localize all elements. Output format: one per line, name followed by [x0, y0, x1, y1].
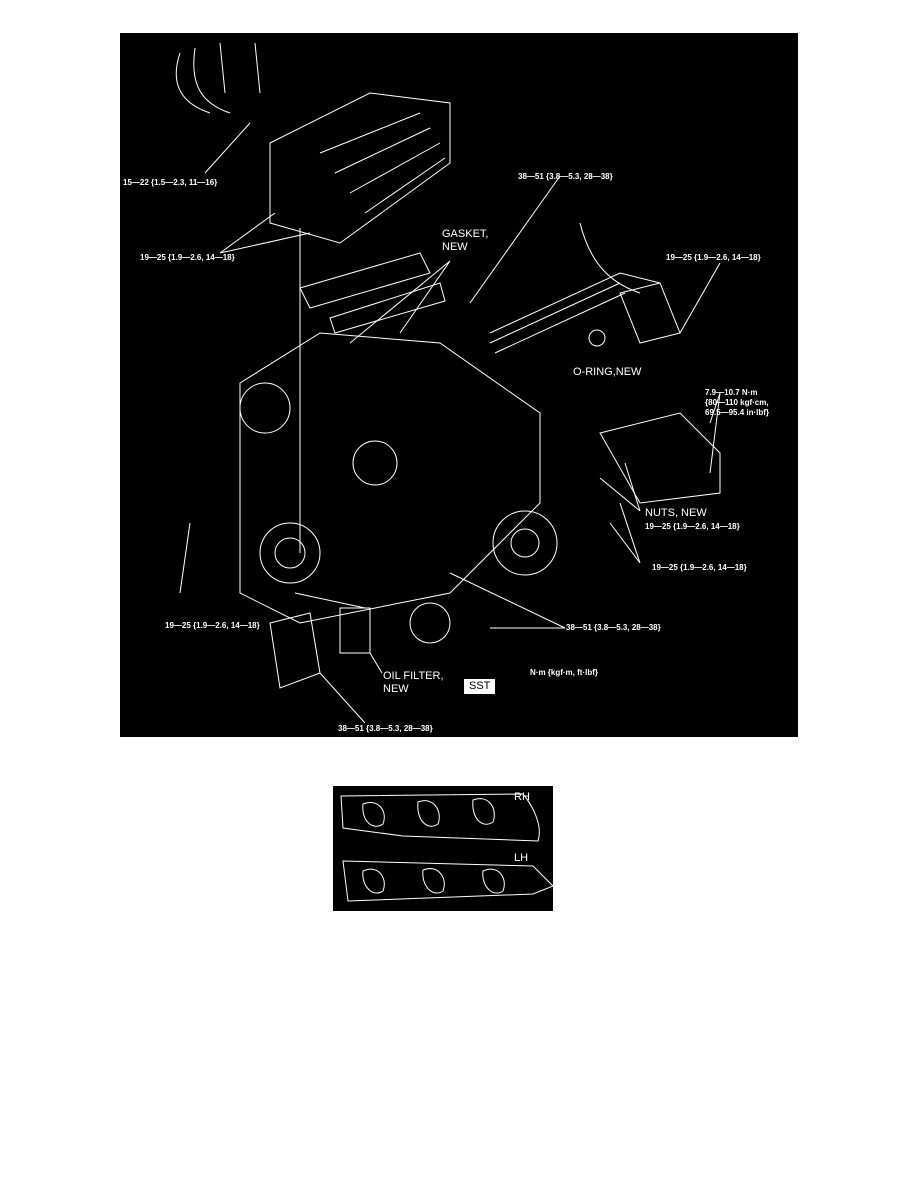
engine-line-art — [175, 42, 721, 724]
torque-label-alternator-bracket: 19—25 {1.9—2.6, 14—18} — [652, 563, 747, 572]
sst-badge: SST — [464, 679, 496, 694]
torque-label-nuts: 19—25 {1.9—2.6, 14—18} — [645, 522, 740, 531]
units-label: N·m {kgf·m, ft·lbf} — [530, 668, 598, 677]
heat-shield-line1: 7.9—10.7 N·m — [705, 388, 758, 397]
torque-label-upper-left-text: 15—22 {1.5—2.3, 11—16} — [123, 178, 218, 187]
gasket-line-art — [340, 793, 553, 902]
lh-label: LH — [514, 852, 529, 864]
rh-label: RH — [514, 791, 530, 803]
oil-filter-line2: NEW — [383, 683, 409, 695]
torque-label-left-bolt: 19—25 {1.9—2.6, 14—18} — [165, 621, 260, 630]
torque-label-intake-bolts: 19—25 {1.9—2.6, 14—18} — [140, 253, 235, 262]
nuts-callout: NUTS, NEW — [645, 507, 707, 519]
torque-label-upper-left: 15—22 {1.5—2.3, 11—16} — [123, 178, 217, 188]
gasket-line2: NEW — [442, 241, 468, 253]
torque-label-alternator-bolts: 38—51 {3.8—5.3, 28—38} — [566, 623, 661, 632]
oring-callout: O-RING,NEW — [573, 366, 642, 378]
gasket-detail-diagram: RH LH — [333, 786, 553, 911]
engine-exploded-diagram: 15—22 {1.5—2.3, 11—16} 19—25 {1.9—2.6, 1… — [120, 33, 798, 737]
heat-shield-line3: 69.5—95.4 in·lbf} — [705, 408, 770, 417]
oil-filter-callout: OIL FILTER, NEW — [383, 670, 444, 696]
torque-label-distributor: 19—25 {1.9—2.6, 14—18} — [666, 253, 761, 262]
torque-label-oil-filter-adapter: 38—51 {3.8—5.3, 28—38} — [338, 724, 433, 733]
torque-label-bracket-top: 38—51 {3.8—5.3, 28—38} — [518, 172, 613, 181]
gasket-callout: GASKET, NEW — [442, 228, 488, 254]
torque-label-heat-shield: 7.9—10.7 N·m {80—110 kgf·cm, 69.5—95.4 i… — [705, 388, 769, 418]
heat-shield-line2: {80—110 kgf·cm, — [705, 398, 769, 407]
oil-filter-line1: OIL FILTER, — [383, 670, 444, 682]
gasket-line1: GASKET, — [442, 228, 489, 240]
